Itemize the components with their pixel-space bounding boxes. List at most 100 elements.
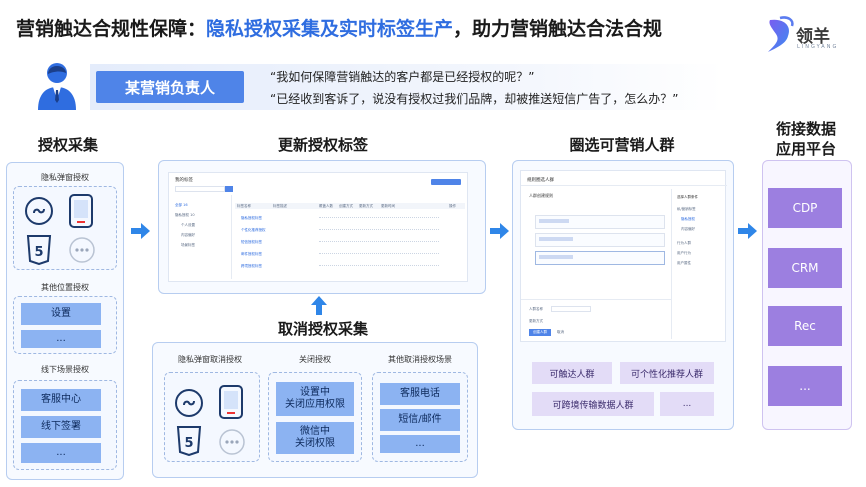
reachable-crowd-chip: 可触达人群 xyxy=(532,362,612,384)
service-center-button: 客服中心 xyxy=(21,389,101,411)
tag-shot-row-2: 短信授权标签 xyxy=(241,240,262,244)
svg-text:5: 5 xyxy=(34,245,43,260)
section-title-platform-2: 应用平台 xyxy=(775,140,836,158)
arrow-up-icon xyxy=(311,296,327,315)
tag-shot-h6: 操作 xyxy=(449,204,456,208)
cancel-col2-title: 关闭授权 xyxy=(299,355,331,364)
aud-shot-cond-2-text xyxy=(539,237,573,241)
audience-screenshot: 规则圈选人群 人群创建规则 选择人群条件 私/营销标签 隐私授权 内容偏好 行为… xyxy=(520,170,727,342)
section-title-auth-collect: 授权采集 xyxy=(37,136,98,154)
other-location-more: ... xyxy=(21,330,101,348)
logo-name: 领羊 xyxy=(796,27,830,47)
aud-shot-side-2: 内容偏好 xyxy=(681,227,695,231)
aud-shot-hdivider xyxy=(521,299,671,300)
tag-shot-h3: 创建方式 xyxy=(339,204,353,208)
tag-shot-h0: 标签名称 xyxy=(237,204,251,208)
offline-more: ... xyxy=(21,443,101,463)
section-title-audience: 圈选可营销人群 xyxy=(569,136,675,154)
close-wechat-permission-button: 微信中 关闭权限 xyxy=(276,422,354,454)
tag-shot-h5: 更新时间 xyxy=(381,204,395,208)
tag-shot-divider xyxy=(231,195,232,279)
aud-shot-cond-2 xyxy=(535,233,665,247)
aud-shot-divider xyxy=(521,185,727,186)
tag-shot-header xyxy=(235,203,465,209)
tag-shot-line-4 xyxy=(319,265,439,266)
tag-shot-title: 我的标签 xyxy=(175,178,193,183)
aud-shot-footer-0: 人群名称 xyxy=(529,307,543,311)
miniapp-icon xyxy=(175,389,203,417)
tag-shot-line-3 xyxy=(319,253,439,254)
tag-shot-row-4: 跨境授权标签 xyxy=(241,264,262,268)
more-icon xyxy=(219,429,245,455)
arrow-right-icon xyxy=(490,223,509,239)
platform-more-button: ... xyxy=(768,366,842,406)
miniapp-icon xyxy=(25,197,53,225)
aud-shot-cond-3 xyxy=(535,251,665,265)
cancel-col1-title: 隐私弹窗取消授权 xyxy=(178,355,242,364)
aud-shot-side-4: 用户行为 xyxy=(677,251,691,255)
service-phone-button: 客服电话 xyxy=(380,383,460,405)
tag-shot-side-1: 隐私授权 10 xyxy=(175,213,195,217)
close-app-permission-button: 设置中 关闭应用权限 xyxy=(276,382,354,416)
html5-icon: 5 xyxy=(26,235,52,265)
html5-icon: 5 xyxy=(176,426,202,456)
tag-shot-line-0 xyxy=(319,217,439,218)
cancel-more: ... xyxy=(380,435,460,453)
tag-shot-row-0: 隐私授权标签 xyxy=(241,216,262,220)
crossborder-crowd-chip: 可跨境传输数据人群 xyxy=(532,392,654,416)
tag-shot-h2: 覆盖人数 xyxy=(319,204,333,208)
tag-shot-side-2: 个人设置 xyxy=(181,223,195,227)
tag-shot-search xyxy=(175,186,225,192)
aud-shot-cond-1-text xyxy=(539,219,569,223)
sms-email-button: 短信/邮件 xyxy=(380,409,460,431)
more-icon xyxy=(69,237,95,263)
tag-shot-create xyxy=(431,179,461,185)
aud-shot-rule: 人群创建规则 xyxy=(529,193,553,198)
aud-shot-side-title: 选择人群条件 xyxy=(677,195,698,199)
tag-screenshot: 我的标签 全部 16 隐私授权 10 个人设置 内容偏好 场景标签 标签名称 标… xyxy=(168,172,468,282)
user-icon xyxy=(38,63,76,110)
offline-label: 线下场景授权 xyxy=(41,365,89,374)
tag-shot-side-3: 内容偏好 xyxy=(181,233,195,237)
aud-shot-create-btn: 创建人群 xyxy=(529,329,551,336)
section-title-platform-1: 衔接数据 xyxy=(775,120,836,138)
aud-shot-cond-1 xyxy=(535,215,665,229)
aud-shot-name-input xyxy=(551,306,591,312)
logo-sub: LINGYANG xyxy=(797,44,839,50)
settings-auth-button: 设置 xyxy=(21,303,101,325)
rec-button: Rec xyxy=(768,306,842,346)
quote-1: “我如何保障营销触达的客户都是已经授权的呢？” xyxy=(270,70,535,84)
arrow-right-icon xyxy=(131,223,150,239)
aud-shot-side-5: 用户属性 xyxy=(677,261,691,265)
section-title-cancel: 取消授权采集 xyxy=(277,320,368,338)
aud-shot-vdivider xyxy=(671,189,672,339)
aud-shot-cancel: 取消 xyxy=(557,330,564,334)
offline-sign-button: 线下签署 xyxy=(21,416,101,438)
tag-shot-row-3: 邮件授权标签 xyxy=(241,252,262,256)
tag-shot-h1: 标签描述 xyxy=(273,204,287,208)
section-title-update-tags: 更新授权标签 xyxy=(277,136,368,154)
aud-shot-title: 规则圈选人群 xyxy=(527,178,554,183)
tag-shot-search-btn xyxy=(225,186,233,192)
cdp-button: CDP xyxy=(768,188,842,228)
aud-shot-footer-1: 更新方式 xyxy=(529,319,543,323)
tag-shot-row-1: 个性化推荐授权 xyxy=(241,228,266,232)
phone-icon xyxy=(219,385,243,419)
tag-shot-side-4: 场景标签 xyxy=(181,243,195,247)
phone-icon xyxy=(69,194,93,228)
personalized-crowd-chip: 可个性化推荐人群 xyxy=(620,362,714,384)
aud-shot-side-0: 私/营销标签 xyxy=(677,207,696,211)
aud-shot-side-1: 隐私授权 xyxy=(681,217,695,221)
privacy-popup-label: 隐私弹窗授权 xyxy=(41,173,89,182)
tag-shot-line-2 xyxy=(319,241,439,242)
aud-shot-side-3: 行为人群 xyxy=(677,241,691,245)
cancel-col3-title: 其他取消授权场景 xyxy=(388,355,452,364)
quote-2: “已经收到客诉了，说没有授权过我们品牌，却被推送短信广告了，怎么办？” xyxy=(270,92,679,106)
crowd-more-chip: ... xyxy=(660,392,714,416)
logo-icon xyxy=(768,16,794,52)
other-location-label: 其他位置授权 xyxy=(41,283,89,292)
crm-button: CRM xyxy=(768,248,842,288)
tag-shot-line-1 xyxy=(319,229,439,230)
tag-shot-side-0: 全部 16 xyxy=(175,203,188,207)
svg-text:5: 5 xyxy=(184,436,193,451)
